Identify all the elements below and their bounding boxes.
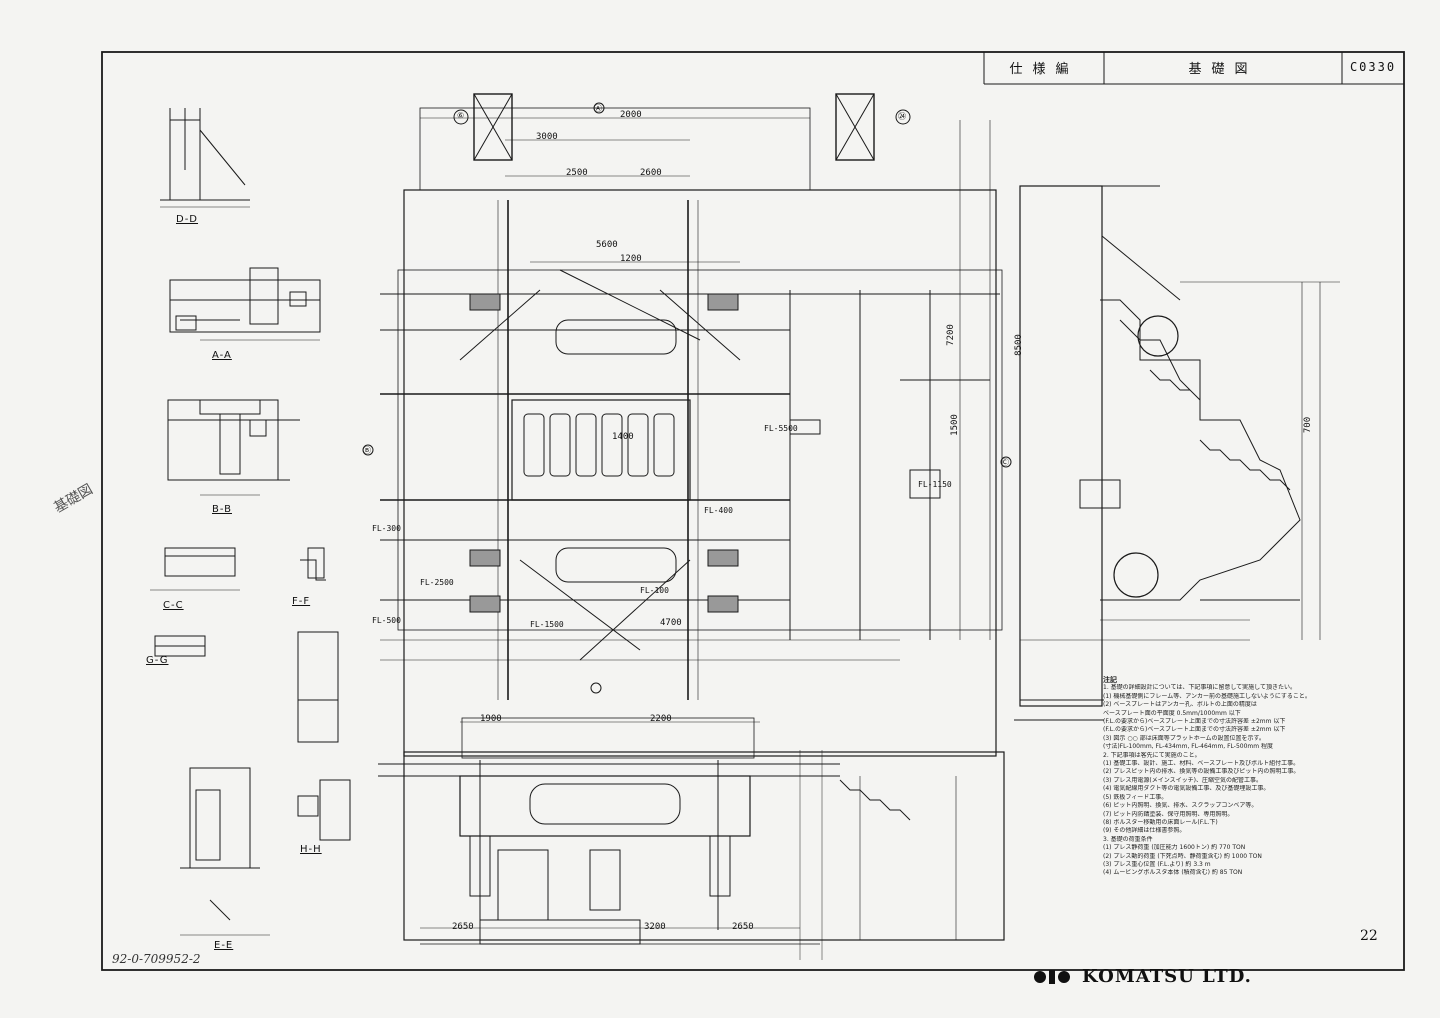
- grid-marker-6: ⑥: [457, 111, 465, 120]
- note-line: (F.L.の要求から)ベースプレート上面までの寸法許容差 ±2mm 以下: [1103, 726, 1286, 734]
- dimension-label: 1900: [480, 714, 502, 724]
- section-label-h-h: H-H: [300, 844, 322, 855]
- dimension-label: 3200: [644, 922, 666, 932]
- note-line: (寸法)FL-100mm, FL-434mm, FL-464mm, FL-500…: [1103, 743, 1274, 751]
- drawing-code: C0330: [1349, 60, 1397, 74]
- dimension-label: 2000: [620, 110, 642, 120]
- note-line: (1) 基礎工事、設計、施工、材料、ベースプレート及びボルト組付工事。: [1103, 760, 1300, 768]
- dimension-label: 2200: [650, 714, 672, 724]
- grid-marker-b: Ⓑ: [363, 446, 371, 455]
- floor-level-label: FL-1500: [530, 620, 564, 629]
- sheet-border: [101, 51, 1405, 971]
- dimension-label: 1400: [612, 432, 634, 442]
- dimension-label: 1200: [620, 254, 642, 264]
- note-line: (5) 鉄板フィード工事。: [1103, 793, 1168, 801]
- drawing-id: 92-0-709952-2: [112, 952, 201, 966]
- note-line: (2) プレスピット内の排水、換気等の設備工事及びピット内の照明工事。: [1103, 768, 1300, 776]
- komatsu-logo-icon: [1034, 969, 1070, 984]
- section-label-f-f: F-F: [292, 596, 311, 607]
- dimension-label: 1500: [949, 414, 960, 436]
- front-elevation: [378, 717, 1005, 960]
- grid-marker-24: ㉔: [898, 112, 906, 121]
- note-line: (3) プレス重心位置 (F.L.より) 約 3.3 m: [1103, 860, 1211, 868]
- section-f-f-detail: [300, 547, 326, 581]
- section-label-e-e: E-E: [214, 940, 234, 951]
- section-h-h-detail: [297, 631, 351, 841]
- note-line: (1) プレス静荷重 (加圧能力 1600トン) 約 770 TON: [1103, 844, 1246, 852]
- floor-level-label: FL-2500: [420, 578, 454, 587]
- dimension-label: 2650: [732, 922, 754, 932]
- page-number: 22: [1360, 928, 1378, 944]
- note-line: (2) ベースプレートはアンカー孔、ボルトの上面の精度は: [1103, 701, 1257, 709]
- section-a-a-detail: [169, 267, 321, 341]
- company-name: KOMATSU LTD.: [1082, 966, 1252, 987]
- section-b-b-detail: [167, 399, 300, 496]
- note-line: 3. 基礎の荷重条件: [1103, 835, 1153, 843]
- note-line: 2. 下記事項は客先にて実施のこと。: [1103, 751, 1201, 759]
- section-label-c-c: C-C: [163, 600, 184, 611]
- title-main: 基礎図: [1188, 61, 1258, 77]
- note-line: (7) ピット内防錆塗装、保守用照明、専用照明。: [1103, 810, 1234, 818]
- note-line: ベースプレート面の平面度 0.5mm/1000mm 以下: [1103, 709, 1241, 717]
- floor-level-label: FL-400: [704, 506, 733, 515]
- floor-level-label: FL-300: [372, 524, 401, 533]
- grid-marker-a: Ⓐ: [594, 104, 602, 113]
- note-line: 1. 基礎の詳細設計については、下記事項に留意して実施して頂きたい。: [1103, 684, 1296, 692]
- section-label-g-g: G-G: [146, 655, 169, 666]
- floor-level-label: FL-5500: [764, 424, 798, 433]
- dimension-label: 2600: [640, 168, 662, 178]
- note-line: (9) その他詳細は仕様書参照。: [1103, 827, 1186, 835]
- note-line: (4) 電気配線用ダクト等の電気設備工事、及び基礎埋設工事。: [1103, 785, 1270, 793]
- note-line: (8) ボルスター移動用の床面レール(F.L.下): [1103, 818, 1218, 826]
- side-elevation: [1014, 185, 1340, 721]
- section-g-g-detail: [154, 635, 206, 657]
- note-line: (3) プレス用電源(メインスイッチ)、圧縮空気の配管工事。: [1103, 776, 1262, 784]
- note-line: (2) プレス動的荷重 (下死点時、静荷重含む) 約 1000 TON: [1103, 852, 1262, 860]
- dimension-label: 5600: [596, 240, 618, 250]
- dimension-label: 700: [1303, 416, 1314, 434]
- floor-level-label: FL-500: [372, 616, 401, 625]
- note-line: (F.L.の要求から)ベースプレート上面までの寸法許容差 ±2mm 以下: [1103, 718, 1286, 726]
- floor-level-label: FL-1150: [918, 480, 952, 489]
- floor-level-label: FL-100: [640, 586, 669, 595]
- note-line: (1) 機械基礎側にフレーム等、アンカー前の基礎施工しないようにすること。: [1103, 692, 1311, 700]
- note-line: (4) ムービングボルスタ本体 (積荷含む) 約 85 TON: [1103, 869, 1243, 877]
- dimension-label: 2500: [566, 168, 588, 178]
- dimension-label: 8500: [1013, 334, 1024, 356]
- section-label-b-b: B-B: [212, 504, 232, 515]
- company-logo: KOMATSU LTD.: [1032, 966, 1252, 987]
- foundation-plan: [362, 93, 1012, 757]
- dimension-label: 2650: [452, 922, 474, 932]
- dimension-label: 7200: [945, 324, 956, 346]
- section-label-d-d: D-D: [176, 214, 199, 225]
- section-label-a-a: A-A: [212, 350, 232, 361]
- section-c-c-detail: [150, 547, 240, 591]
- grid-marker-c: Ⓒ: [1001, 458, 1009, 467]
- note-line: (3) 図示 ○○ 部は床面等プラットホームの設置位置を示す。: [1103, 734, 1265, 742]
- dimension-label: 4700: [660, 618, 682, 628]
- drawing-notes: 注記 1. 基礎の詳細設計については、下記事項に留意して実施して頂きたい。 (1…: [1103, 676, 1403, 878]
- notes-heading: 注記: [1103, 676, 1117, 684]
- section-e-e-detail: [180, 767, 270, 936]
- note-line: (6) ピット内照明、換気、排水、スクラップコンベア等。: [1103, 802, 1258, 810]
- dimension-label: 3000: [536, 132, 558, 142]
- title-category: 仕様編: [1009, 61, 1079, 77]
- section-d-d-detail: [160, 108, 250, 208]
